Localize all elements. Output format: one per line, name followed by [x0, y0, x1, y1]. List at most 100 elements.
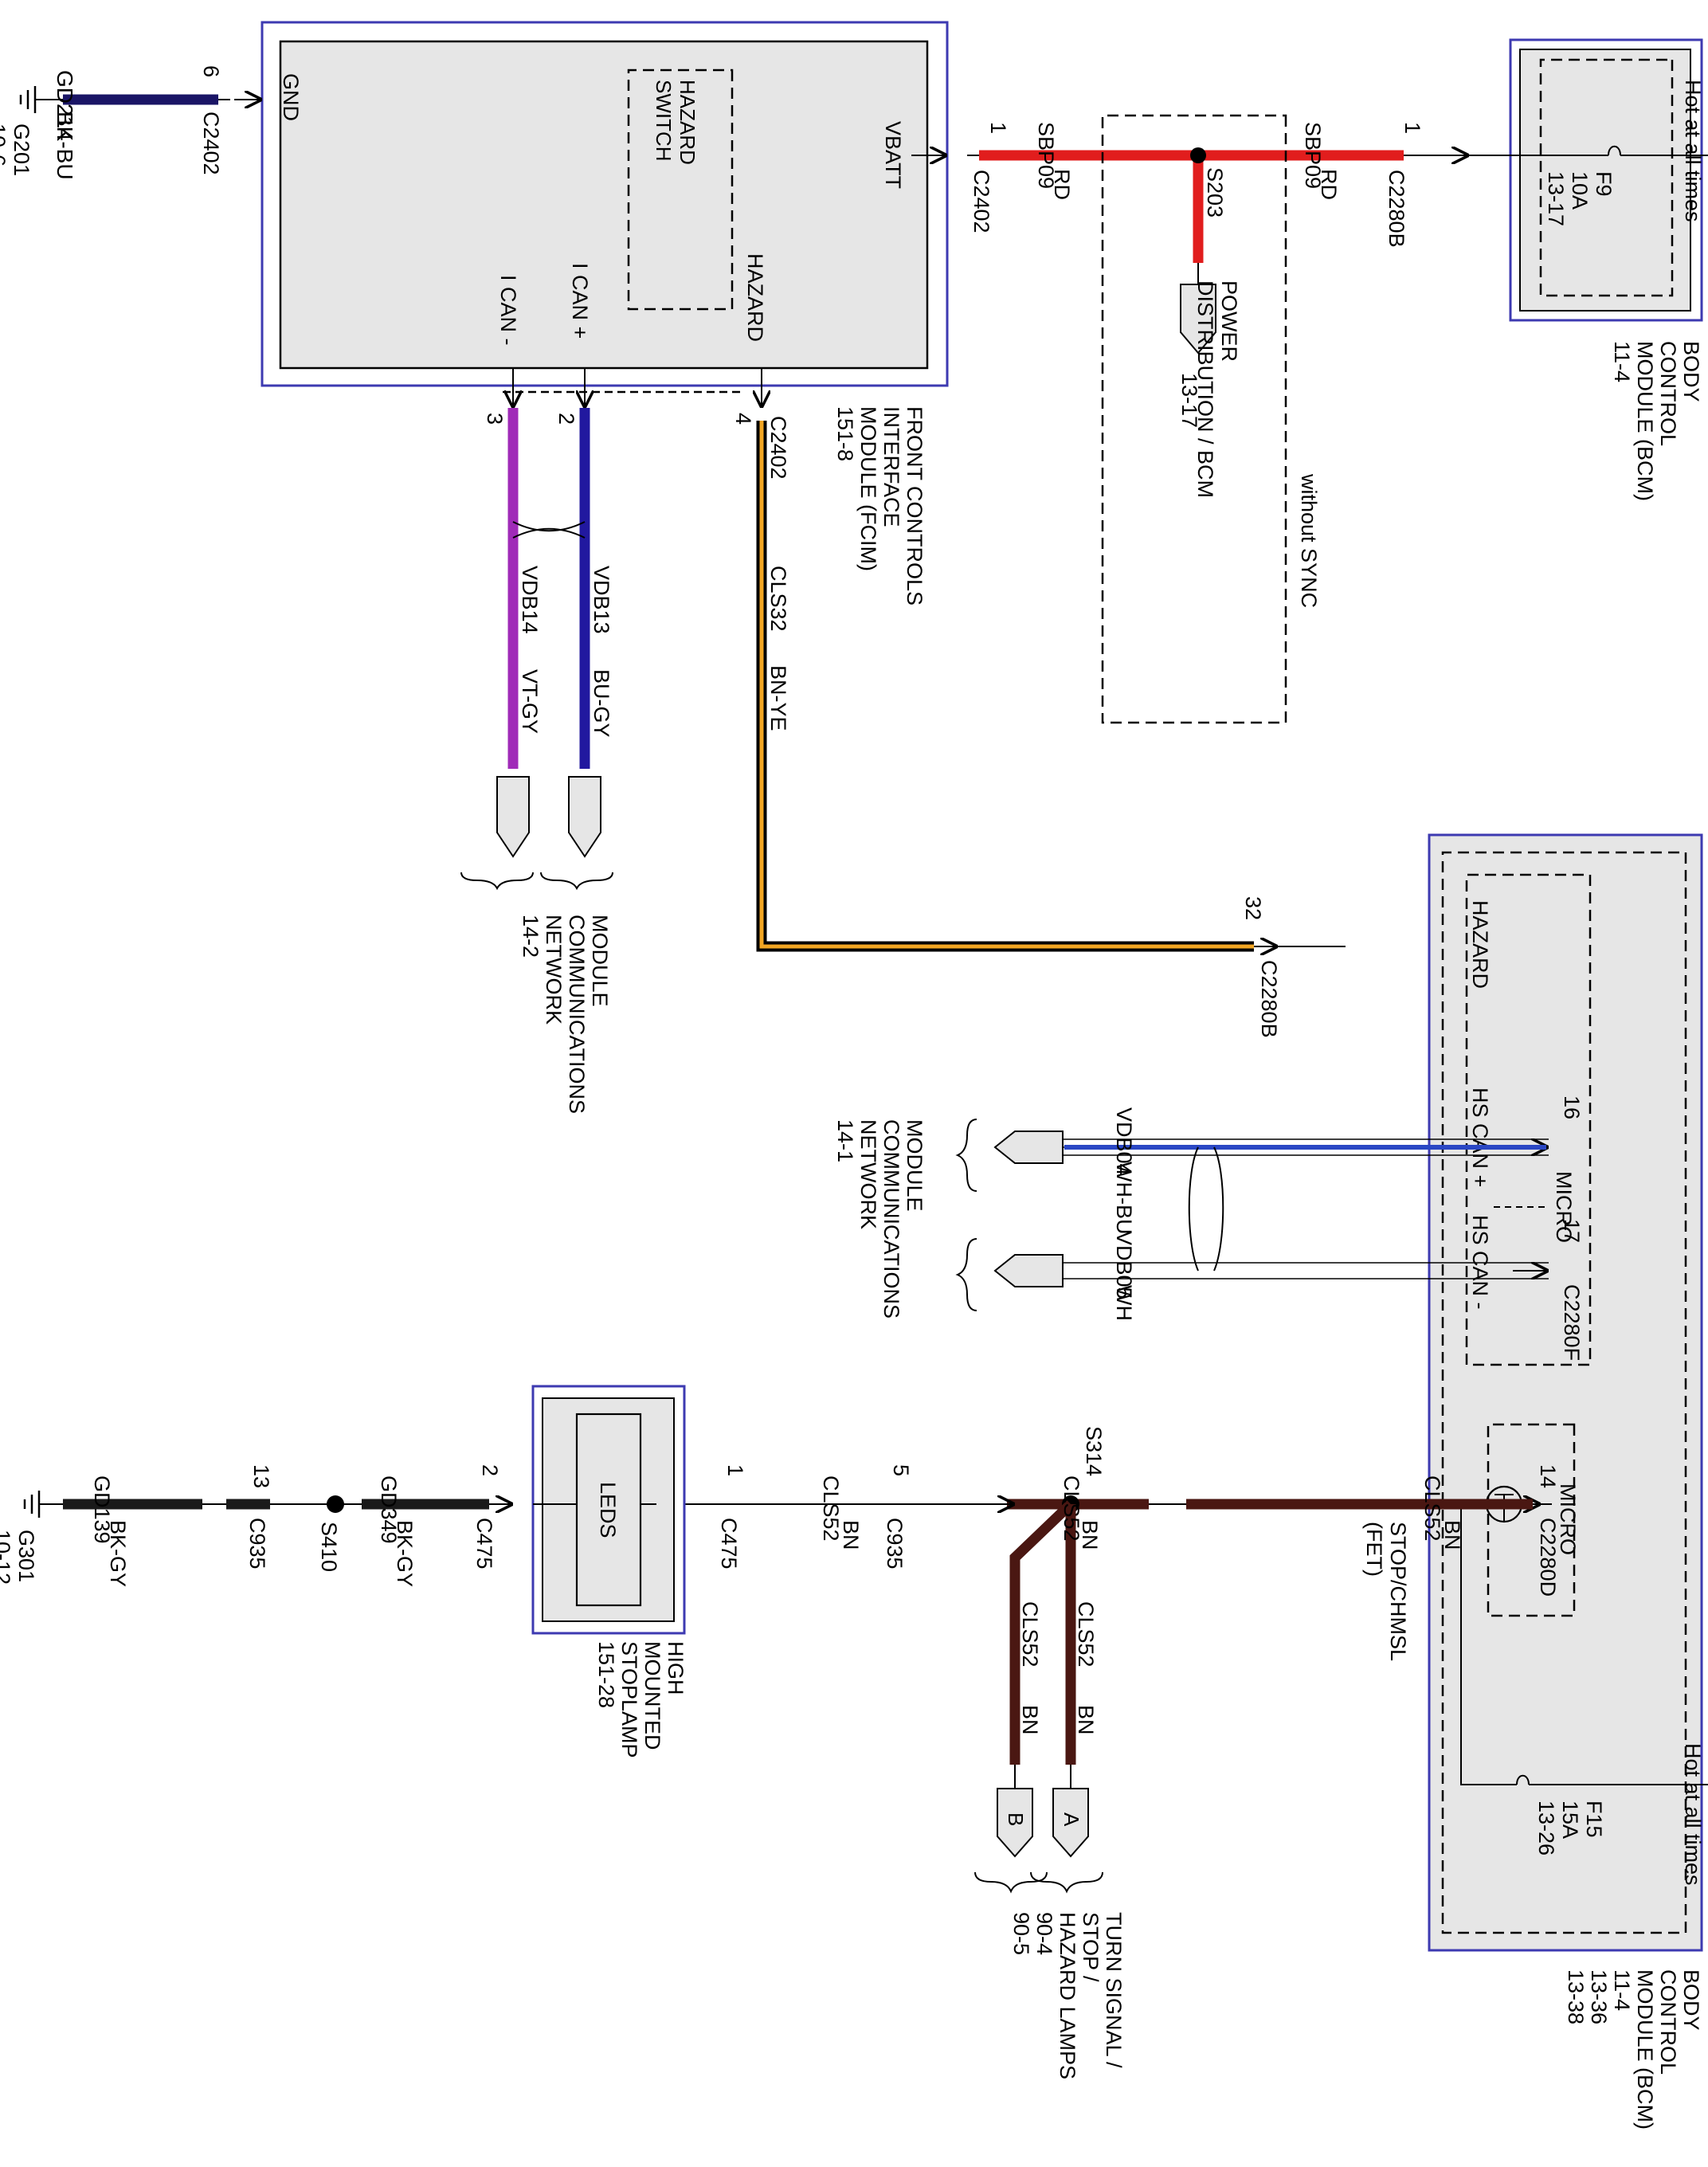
- stop-wire-label-2: CLS52: [1060, 1475, 1083, 1542]
- fcim-can-wire-plus: VDB13: [590, 566, 613, 634]
- ground-top-ground: G20110-6: [0, 123, 33, 176]
- hazard-connector-fcim: C2402: [766, 416, 790, 480]
- ground-bottom-wire-2: GD139: [90, 1475, 114, 1544]
- connector-hs-can-plus: [993, 1131, 1064, 1164]
- stop-wire-label-b: CLS52: [1018, 1601, 1042, 1667]
- ground-bottom-pin-c935: 13: [249, 1464, 273, 1488]
- bcm-micro-label-2: MICRO: [1556, 1483, 1580, 1555]
- without-sync-box: [1101, 114, 1287, 724]
- power-color-label-1: RD: [1050, 169, 1074, 200]
- fcim-pin-hazard: HAZARD: [743, 253, 767, 342]
- bcm-top-hot-label: Hot at all times: [1681, 80, 1705, 222]
- power-splice-label: S203: [1203, 167, 1227, 217]
- ground-bottom-pin-c475: 2: [478, 1464, 502, 1476]
- hazard-switch-box: [627, 69, 734, 311]
- stop-wire-label-1: CLS52: [1420, 1475, 1444, 1542]
- ground-symbol-g301: [23, 1491, 51, 1518]
- fuse-f15-symbol: [1516, 1774, 1530, 1785]
- turn-signal-brace: [974, 1871, 1103, 1894]
- fet-label: STOP/CHMSL(FET): [1362, 1522, 1410, 1661]
- power-distribution-page: 13-17: [1177, 373, 1201, 428]
- connector-hs-can-minus: [993, 1254, 1064, 1287]
- fcim-can-pin-plus: 2: [554, 413, 578, 425]
- wire-cls32-stripe: [759, 421, 1254, 949]
- splice-s203: [1190, 147, 1206, 163]
- bcm-can-connector: C2280F: [1560, 1284, 1584, 1361]
- bcm-top-module: Hot at all times F9 10A 13-17 BODY CONTR…: [1469, 38, 1708, 501]
- fcim-can-pin-minus: 3: [483, 413, 507, 425]
- power-pin-bcm: 1: [1400, 122, 1424, 134]
- stop-color-label-3: BN: [839, 1520, 863, 1550]
- connector-a: [1052, 1788, 1089, 1858]
- hazard-circuit: 4 C2402 CLS32 BN-YE 32 C2280B: [731, 368, 1346, 1038]
- connector-can-minus-fcim: [496, 776, 530, 858]
- hazard-connector-bcm: C2280B: [1257, 960, 1281, 1038]
- twisted-pair-fcim: [512, 521, 586, 539]
- hazard-wire-label: CLS32: [766, 566, 790, 632]
- fcim-pin-ican-plus: I CAN +: [568, 263, 592, 339]
- leds-label: LEDS: [596, 1482, 620, 1538]
- can-micro-box: [1465, 873, 1592, 1366]
- ground-bottom-color-1: BK-GY: [393, 1520, 417, 1587]
- stop-connector-c475: C475: [717, 1518, 741, 1569]
- bcm-can-pin-minus: 17: [1560, 1219, 1584, 1243]
- stop-color-label-b: BN: [1018, 1705, 1042, 1735]
- network-brace-bcm: [955, 1119, 977, 1311]
- power-connector-fcim: C2402: [970, 170, 993, 233]
- bcm-can-color-plus: WH-BU: [1112, 1162, 1136, 1234]
- ground-symbol-g201: [19, 86, 47, 113]
- stop-circuit: A B 14 C2280D CLS52 BN S314 CLS52 BN CLS…: [656, 1426, 1560, 2079]
- stop-wire-label-3: CLS52: [819, 1475, 843, 1542]
- hazard-color-label: BN-YE: [766, 665, 790, 731]
- bcm-main-hot-label: Hot at all times: [1681, 1743, 1705, 1886]
- ground-top-wire-label: GD214: [53, 70, 77, 141]
- fcim-can-circuit: 2 3 VDB13 BU-GY VDB14 VT-GY MODULE COMMU…: [460, 368, 740, 1114]
- fcim-can-wire-minus: VDB14: [518, 566, 542, 634]
- connector-can-plus-fcim: [568, 776, 601, 858]
- stop-color-label-1: BN: [1440, 1520, 1464, 1550]
- chmsl-name: HIGH MOUNTED STOPLAMP 151-28: [594, 1641, 688, 1764]
- power-distribution-label: POWERDISTRIBUTION / BCM: [1193, 280, 1241, 498]
- power-connector-bcm: C2280B: [1385, 170, 1408, 248]
- wire-cls52-branch-b: [1009, 1500, 1075, 1765]
- bcm-pin-hs-can-plus: HS CAN +: [1468, 1087, 1492, 1187]
- ground-bottom-color-2: BK-GY: [106, 1520, 130, 1587]
- stop-pin-bcm: 14: [1536, 1464, 1560, 1488]
- ground-bottom-splice: S410: [317, 1522, 341, 1572]
- fcim-can-color-plus: BU-GY: [590, 669, 613, 738]
- ground-top-pin: 6: [199, 65, 223, 77]
- ground-bottom-wire-1: GD349: [377, 1475, 401, 1544]
- fcim-can-color-minus: VT-GY: [518, 669, 542, 734]
- bcm-main-name: BODY CONTROL MODULE (BCM) 11-4 13-36 13-…: [1564, 1969, 1703, 2136]
- connector-a-label: A: [1060, 1812, 1083, 1827]
- fcim-module: HAZARDSWITCH GND VBATT HAZARD I CAN + I …: [261, 21, 949, 612]
- splice-s410: [327, 1495, 344, 1513]
- hazard-pin-bcm: 32: [1241, 896, 1265, 920]
- connector-power-distribution: [1180, 284, 1216, 355]
- power-pin-fcim: 1: [986, 122, 1010, 134]
- ground-top-circuit: GD214 BK-BU 6 C2402 G20110-6: [0, 65, 262, 180]
- network-brace-fcim: [460, 872, 613, 891]
- power-wire-label-1: SBP09: [1034, 122, 1058, 189]
- stop-connector-bcm: C2280D: [1536, 1518, 1560, 1597]
- stop-connector-c935: C935: [883, 1518, 907, 1569]
- stop-color-label-a: BN: [1074, 1705, 1098, 1735]
- stop-pin-c475: 1: [723, 1464, 747, 1476]
- ground-top-color-label: BK-BU: [53, 112, 77, 180]
- bcm-can-circuit: 16 17 VDB04 WH-BU VDB05 WH C2280F MODULE…: [833, 1095, 1584, 1361]
- fcim-pin-vbatt: VBATT: [881, 121, 905, 189]
- stop-color-label-2: BN: [1078, 1520, 1102, 1550]
- without-sync-label: without SYNC: [1297, 473, 1321, 608]
- power-color-label-2: RD: [1317, 169, 1341, 200]
- chmsl-module: LEDS HIGH MOUNTED STOPLAMP 151-28: [531, 1385, 688, 1764]
- fcim-pin-ican-minus: I CAN -: [496, 275, 520, 346]
- power-feed-circuit: 1 C2402 SBP09 RD S203 SBP09 RD 1 C2280B …: [911, 114, 1469, 724]
- fcim-name: FRONT CONTROLS INTERFACE MODULE (FCIM) 1…: [833, 406, 926, 612]
- fcim-pin-gnd: GND: [279, 73, 303, 121]
- bcm-can-pin-plus: 16: [1560, 1095, 1584, 1119]
- ground-bottom-circuit: 2 C475 GD349 BK-GY S410 13 C935 GD139 BK…: [0, 1464, 513, 1587]
- fuse-f15-label: F15 15A 13-26: [1534, 1801, 1606, 1855]
- bcm-micro-label-1: MICRO: [1552, 1171, 1576, 1243]
- ground-top-connector: C2402: [199, 112, 223, 175]
